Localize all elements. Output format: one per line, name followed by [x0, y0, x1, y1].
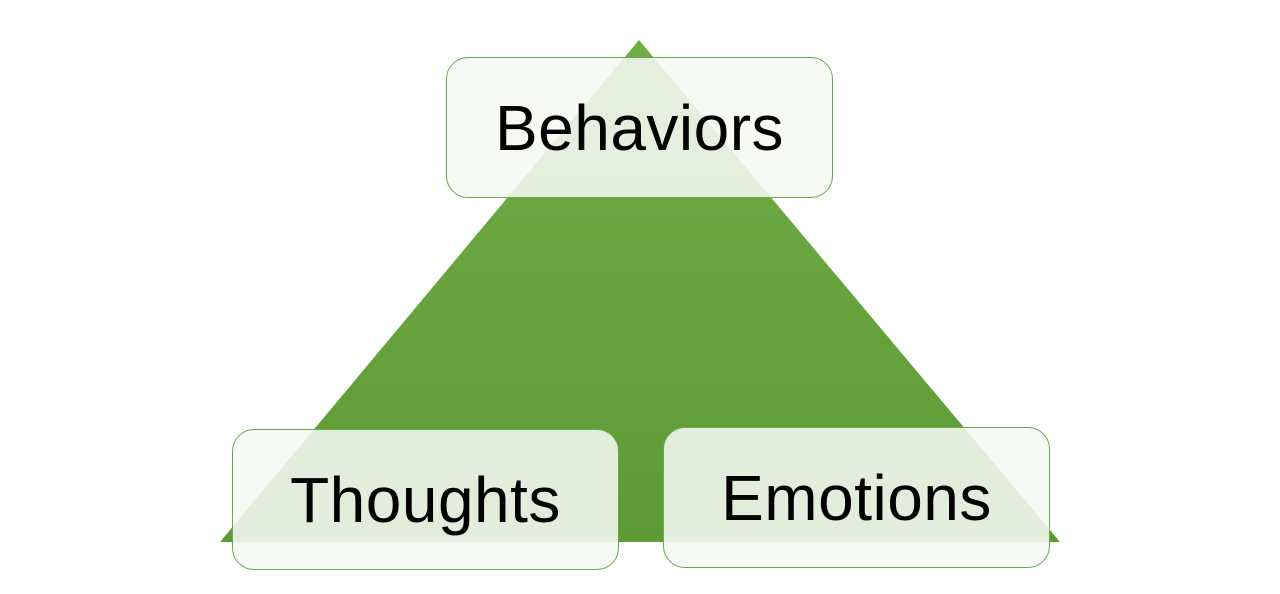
behaviors-label: Behaviors — [494, 91, 785, 164]
emotions-label: Emotions — [721, 461, 992, 534]
triangle-shape — [220, 40, 1060, 542]
emotions-box: Emotions — [663, 427, 1050, 568]
behaviors-box: Behaviors — [446, 57, 833, 198]
thoughts-label: Thoughts — [290, 463, 561, 536]
thoughts-box: Thoughts — [232, 429, 619, 570]
